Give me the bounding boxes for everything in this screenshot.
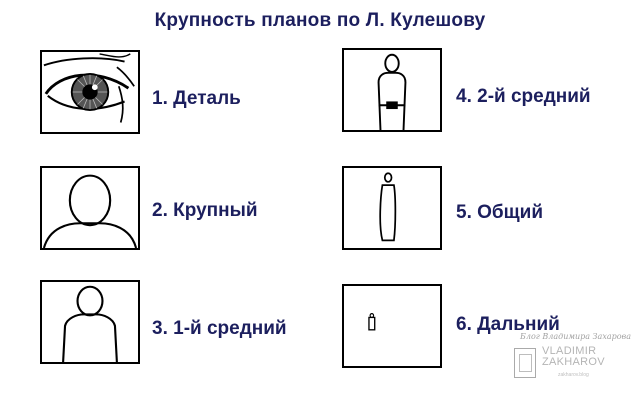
- full-figure-icon: [379, 172, 397, 242]
- page-title: Крупность планов по Л. Кулешову: [154, 10, 486, 31]
- shot-label-general: 5. Общий: [456, 202, 544, 223]
- shot-frame-general: [342, 166, 442, 250]
- shot-frame-detail: [40, 50, 140, 134]
- shot-label-medium-1: 3. 1-й средний: [152, 318, 287, 339]
- head-and-shoulders-icon: [42, 174, 138, 248]
- shot-frame-medium-2: [342, 48, 442, 132]
- watermark-signature: Блог Владимира Захарова: [520, 332, 631, 341]
- author-watermark: Блог Владимира Захарова VLADIMIR ZAKHARO…: [514, 330, 632, 392]
- shot-label-detail: 1. Деталь: [152, 88, 241, 109]
- eye-closeup-icon: [43, 53, 135, 123]
- shot-label-medium-2: 4. 2-й средний: [456, 86, 591, 107]
- shot-frame-closeup: [40, 166, 140, 250]
- watermark-name-line1: VLADIMIR: [542, 345, 597, 357]
- shot-label-long: 6. Дальний: [456, 314, 560, 335]
- distant-figure-icon: [368, 313, 376, 331]
- shot-label-closeup: 2. Крупный: [152, 200, 258, 221]
- shot-frame-medium-1: [40, 280, 140, 364]
- watermark-name: VLADIMIR ZAKHAROV: [542, 346, 605, 368]
- watermark-small-text: zakharov.blog: [558, 372, 589, 378]
- bust-figure-icon: [62, 285, 118, 362]
- waist-figure-icon: [377, 53, 407, 130]
- watermark-name-line2: ZAKHAROV: [542, 356, 605, 368]
- watermark-logo-icon: [514, 348, 536, 378]
- shot-frame-long: [342, 284, 442, 368]
